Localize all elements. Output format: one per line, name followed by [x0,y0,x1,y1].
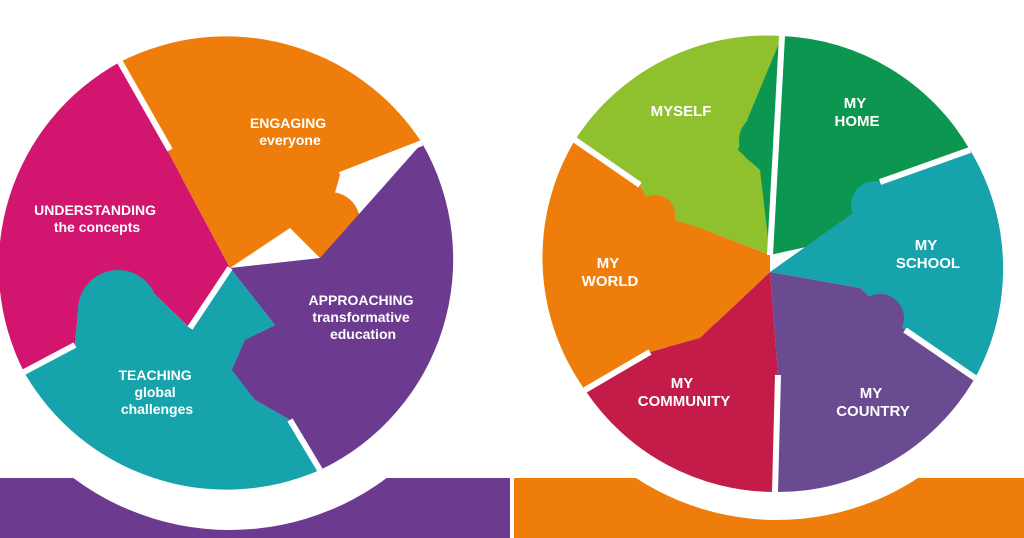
label-approaching-line3: education [330,326,396,342]
label-engaging: ENGAGING everyone [250,115,330,148]
left-puzzle: ENGAGING everyone UNDERSTANDING the conc… [0,36,454,490]
puzzle-knob-my-school [851,181,899,229]
label-understanding-line2: the concepts [54,219,141,235]
puzzle-piece-my-community [585,272,778,492]
label-my-world-line1: MY [597,255,619,272]
label-my-home-line1: MY [844,95,866,112]
label-engaging-line1: ENGAGING [250,115,326,131]
label-teaching-line2: global [134,384,175,400]
puzzle-piece-myself [575,35,782,256]
left-puzzle-seams [22,60,424,472]
label-teaching-line1: TEACHING [118,367,191,383]
label-my-school: MY SCHOOL [896,237,960,272]
label-my-country: MY COUNTRY [836,385,910,420]
puzzle-piece-my-home [738,36,970,255]
label-teaching-line3: challenges [121,401,194,417]
puzzle-piece-my-school [770,150,1004,378]
puzzle-piece-my-world [542,140,770,390]
label-engaging-line2: everyone [259,132,321,148]
label-my-country-line2: COUNTRY [836,403,910,420]
label-my-school-line2: SCHOOL [896,255,960,272]
label-my-school-line1: MY [915,237,937,254]
label-myself: MYSELF [651,103,712,120]
label-my-home-line2: HOME [835,113,880,130]
puzzle-piece-my-country [770,272,975,493]
label-my-world-line2: WORLD [582,273,639,290]
puzzle-knob-my-home [739,114,791,166]
label-my-community-line1: MY [671,375,693,392]
puzzle-knob-approaching [226,333,290,397]
right-puzzle: MYSELF MY HOME MY SCHOOL MY WORLD MY COM… [542,35,1004,493]
label-my-world: MY WORLD [582,255,639,290]
puzzle-piece-approaching [230,143,454,470]
label-my-country-line1: MY [860,385,882,402]
puzzle-piece-engaging [120,36,422,269]
label-understanding: UNDERSTANDING the concepts [34,202,160,235]
puzzle-piece-understanding [0,62,230,372]
label-teaching: TEACHING global challenges [118,367,195,417]
label-approaching-line1: APPROACHING [309,292,414,308]
label-my-community: MY COMMUNITY [638,375,731,410]
label-understanding-line1: UNDERSTANDING [34,202,156,218]
label-approaching: APPROACHING transformative education [309,292,418,342]
puzzle-knob-my-country [856,294,904,342]
right-puzzle-seams [573,35,977,493]
label-my-community-line2: COMMUNITY [638,393,731,410]
puzzle-knob-teaching [78,270,158,350]
label-approaching-line2: transformative [312,309,409,325]
label-myself-line1: MYSELF [651,103,712,120]
puzzle-knob-my-world [635,195,675,235]
label-my-home: MY HOME [835,95,880,130]
